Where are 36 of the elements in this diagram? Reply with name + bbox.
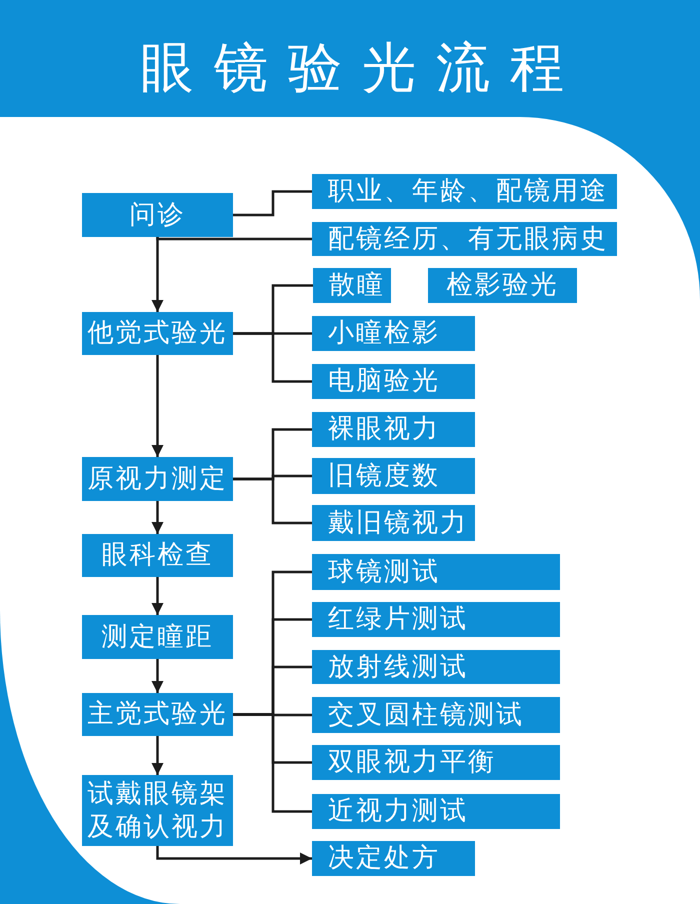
- process-box: 问诊: [82, 193, 233, 237]
- arrow: [152, 355, 164, 457]
- step-box: 近视力测试: [312, 794, 560, 829]
- step-box: 小瞳检影: [312, 316, 475, 351]
- arrow: [152, 501, 164, 534]
- step-box: 决定处方: [312, 841, 475, 876]
- connector-line: [233, 190, 312, 216]
- step-box: 放射线测试: [312, 650, 560, 684]
- process-box: 测定瞳距: [82, 615, 233, 659]
- step-box: 双眼视力平衡: [312, 745, 560, 780]
- process-box: 主觉式验光: [82, 693, 233, 736]
- arrow: [152, 736, 164, 775]
- step-box: 红绿片测试: [312, 602, 560, 637]
- arrow: [152, 577, 164, 615]
- step-box: 裸眼视力: [312, 412, 475, 447]
- connector-line: [233, 713, 312, 813]
- step-box: 配镜经历、有无眼病史: [312, 222, 617, 256]
- connector-line: [233, 332, 312, 383]
- process-box: 他觉式验光: [82, 312, 233, 355]
- step-box: 旧镜度数: [312, 458, 475, 494]
- arrow: [152, 237, 164, 312]
- process-box: 试戴眼镜架及确认视力: [82, 775, 233, 846]
- process-box: 眼科检查: [82, 534, 233, 577]
- step-box: 散瞳: [313, 268, 391, 303]
- title-text: 眼镜验光流程: [139, 36, 584, 100]
- step-box: 交叉圆柱镜测试: [312, 697, 560, 733]
- step-box: 戴旧镜视力: [312, 505, 475, 541]
- arrow: [156, 846, 312, 864]
- step-box: 电脑验光: [312, 364, 475, 399]
- step-box: 检影验光: [428, 268, 577, 303]
- arrow: [152, 659, 164, 693]
- step-box: 球镜测试: [312, 554, 560, 590]
- process-box: 原视力测定: [82, 457, 233, 501]
- connector-line: [156, 237, 312, 240]
- connector-line: [233, 478, 312, 524]
- step-box: 职业、年龄、配镜用途: [312, 174, 617, 209]
